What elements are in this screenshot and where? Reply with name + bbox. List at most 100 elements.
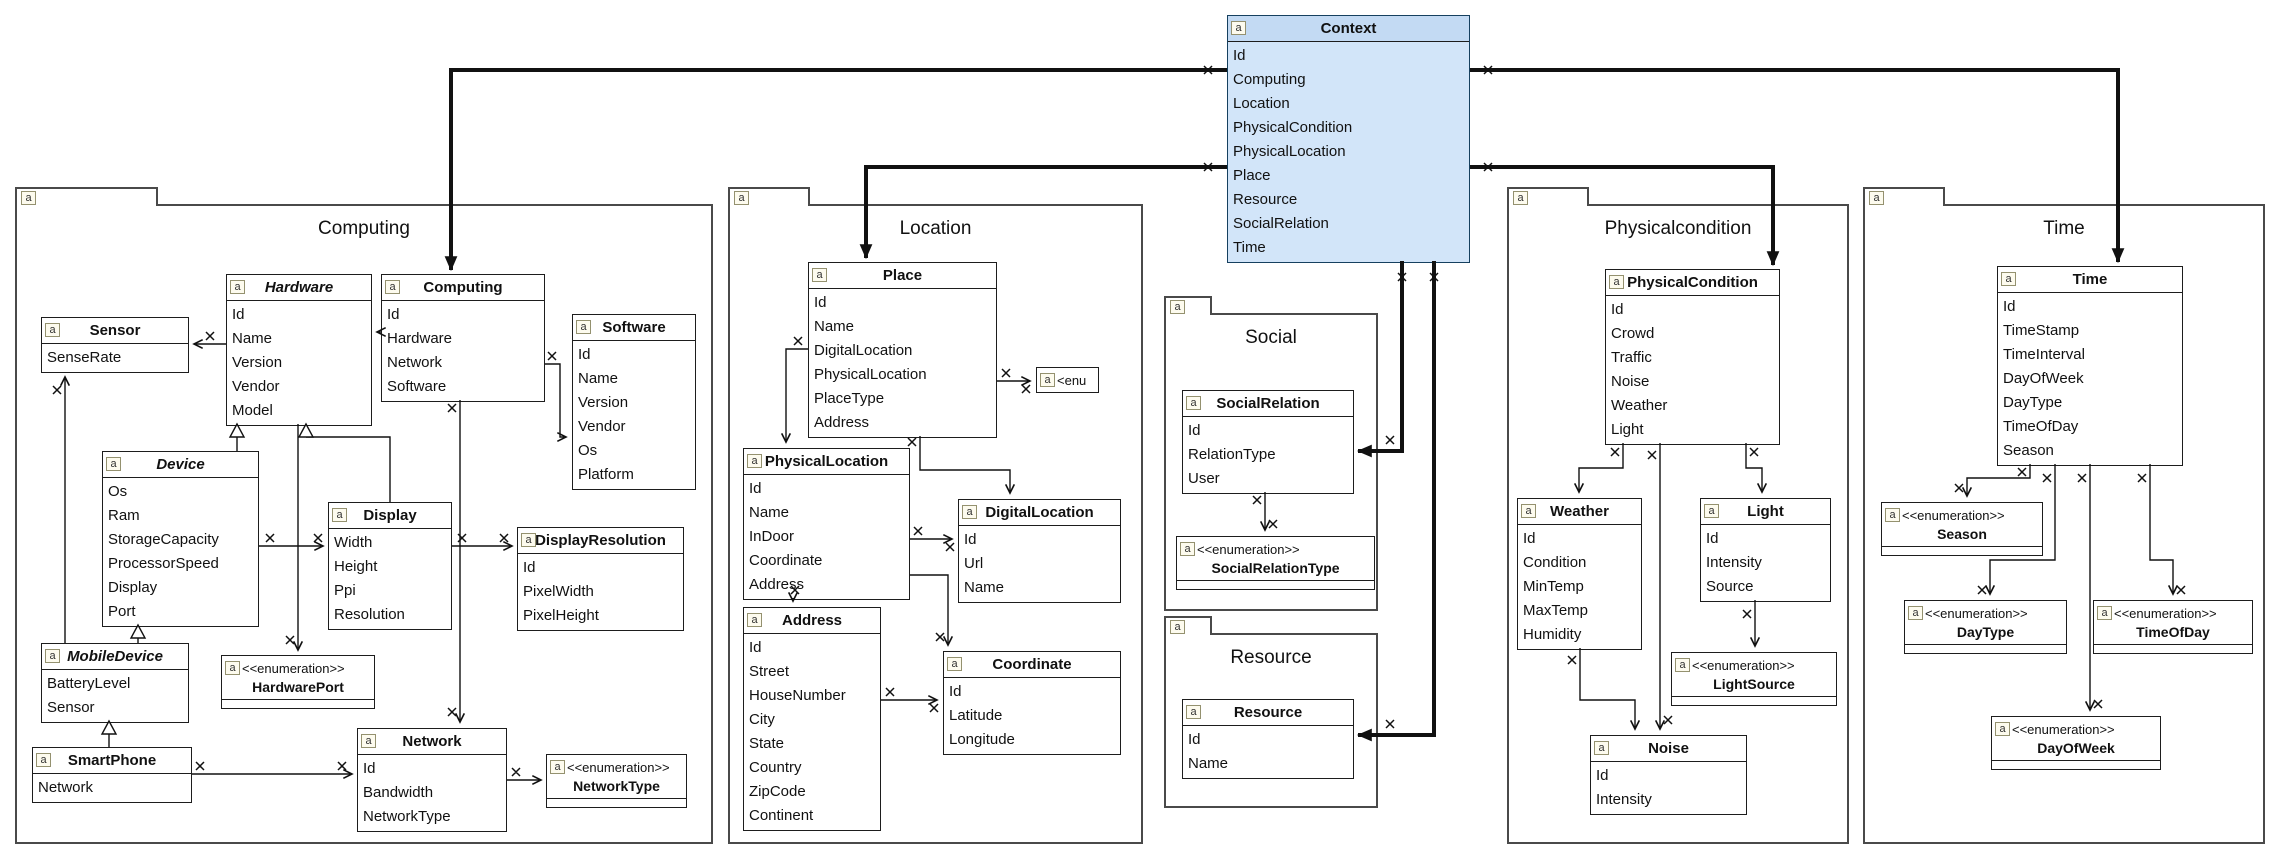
class-name: Software [602, 319, 666, 336]
class-icon: a [45, 649, 60, 663]
attribute: DigitalLocation [814, 342, 913, 359]
attribute: ZipCode [749, 783, 806, 800]
enum-name: Season [1882, 525, 2042, 547]
attribute: PlaceType [814, 390, 885, 407]
class-name: Place [882, 267, 923, 284]
attribute: Name [578, 370, 619, 387]
class-name: PhysicalLocation [764, 453, 889, 470]
class-icon: a [2001, 272, 2016, 286]
class-icon: a [36, 753, 51, 767]
class-name: Hardware [264, 279, 334, 296]
attribute: Width [334, 534, 373, 551]
enum-name: NetworkType [547, 777, 686, 799]
attribute: Sensor [47, 699, 95, 716]
class-icon: a [2097, 606, 2112, 620]
attribute-list: Network [33, 774, 191, 802]
attribute: Network [38, 779, 94, 796]
attribute: User [1188, 470, 1220, 487]
attribute: Continent [749, 807, 814, 824]
attribute: Country [749, 759, 802, 776]
attribute: Resource [1233, 191, 1298, 208]
class-name: Network [402, 733, 462, 750]
attribute: Traffic [1611, 349, 1652, 366]
attribute: Address [814, 414, 870, 431]
enum-stereotype-row: a<<enumeration>> [1905, 601, 2066, 623]
class-header: a MobileDevice [42, 644, 188, 670]
enum-dayofweek[interactable]: a<<enumeration>>DayOfWeek [1991, 716, 2161, 770]
class-icon: a [1521, 504, 1536, 518]
enum-daytype[interactable]: a<<enumeration>>DayType [1904, 600, 2067, 654]
attribute: ProcessorSpeed [108, 555, 219, 572]
enum-timeofday[interactable]: a<<enumeration>>TimeOfDay [2093, 600, 2253, 654]
enum-stereotype-row: a<<enumeration>> [1177, 537, 1374, 559]
attribute: City [749, 711, 775, 728]
enum-socialrelationtype[interactable]: a<<enumeration>>SocialRelationType [1176, 536, 1375, 590]
attribute: Time [1233, 239, 1266, 256]
attribute: Noise [1611, 373, 1650, 390]
attribute: Id [523, 559, 536, 576]
attribute-list: SenseRate [42, 344, 188, 372]
attribute: Network [387, 354, 443, 371]
class-icon: a [962, 505, 977, 519]
class-icon: a [361, 734, 376, 748]
attribute: Intensity [1706, 554, 1762, 571]
enum-enum-clipped[interactable]: a<enu [1036, 367, 1099, 393]
enum-name: HardwarePort [222, 678, 374, 700]
attribute: MinTemp [1523, 578, 1584, 595]
enum-lightsource[interactable]: a<<enumeration>>LightSource [1671, 652, 1837, 706]
attribute: Id [1233, 47, 1246, 64]
enum-empty-compartment [1905, 645, 2066, 653]
enum-name: TimeOfDay [2094, 623, 2252, 645]
class-name: SmartPhone [67, 752, 157, 769]
enum-hardwareport[interactable]: a<<enumeration>>HardwarePort [221, 655, 375, 709]
enum-empty-compartment [2094, 645, 2252, 653]
attribute: Weather [1611, 397, 1668, 414]
attribute: Name [814, 318, 855, 335]
enum-networktype[interactable]: a<<enumeration>>NetworkType [546, 754, 687, 808]
enum-stereotype-row: a<<enumeration>> [222, 656, 374, 678]
enum-stereotype: <<enumeration>> [242, 660, 345, 676]
enum-empty-compartment [1992, 761, 2160, 769]
enum-season[interactable]: a<<enumeration>>Season [1881, 502, 2043, 556]
class-icon: a [45, 323, 60, 337]
class-icon: a [1869, 190, 1884, 205]
class-icon: a [747, 613, 762, 627]
class-name: MobileDevice [67, 648, 163, 665]
